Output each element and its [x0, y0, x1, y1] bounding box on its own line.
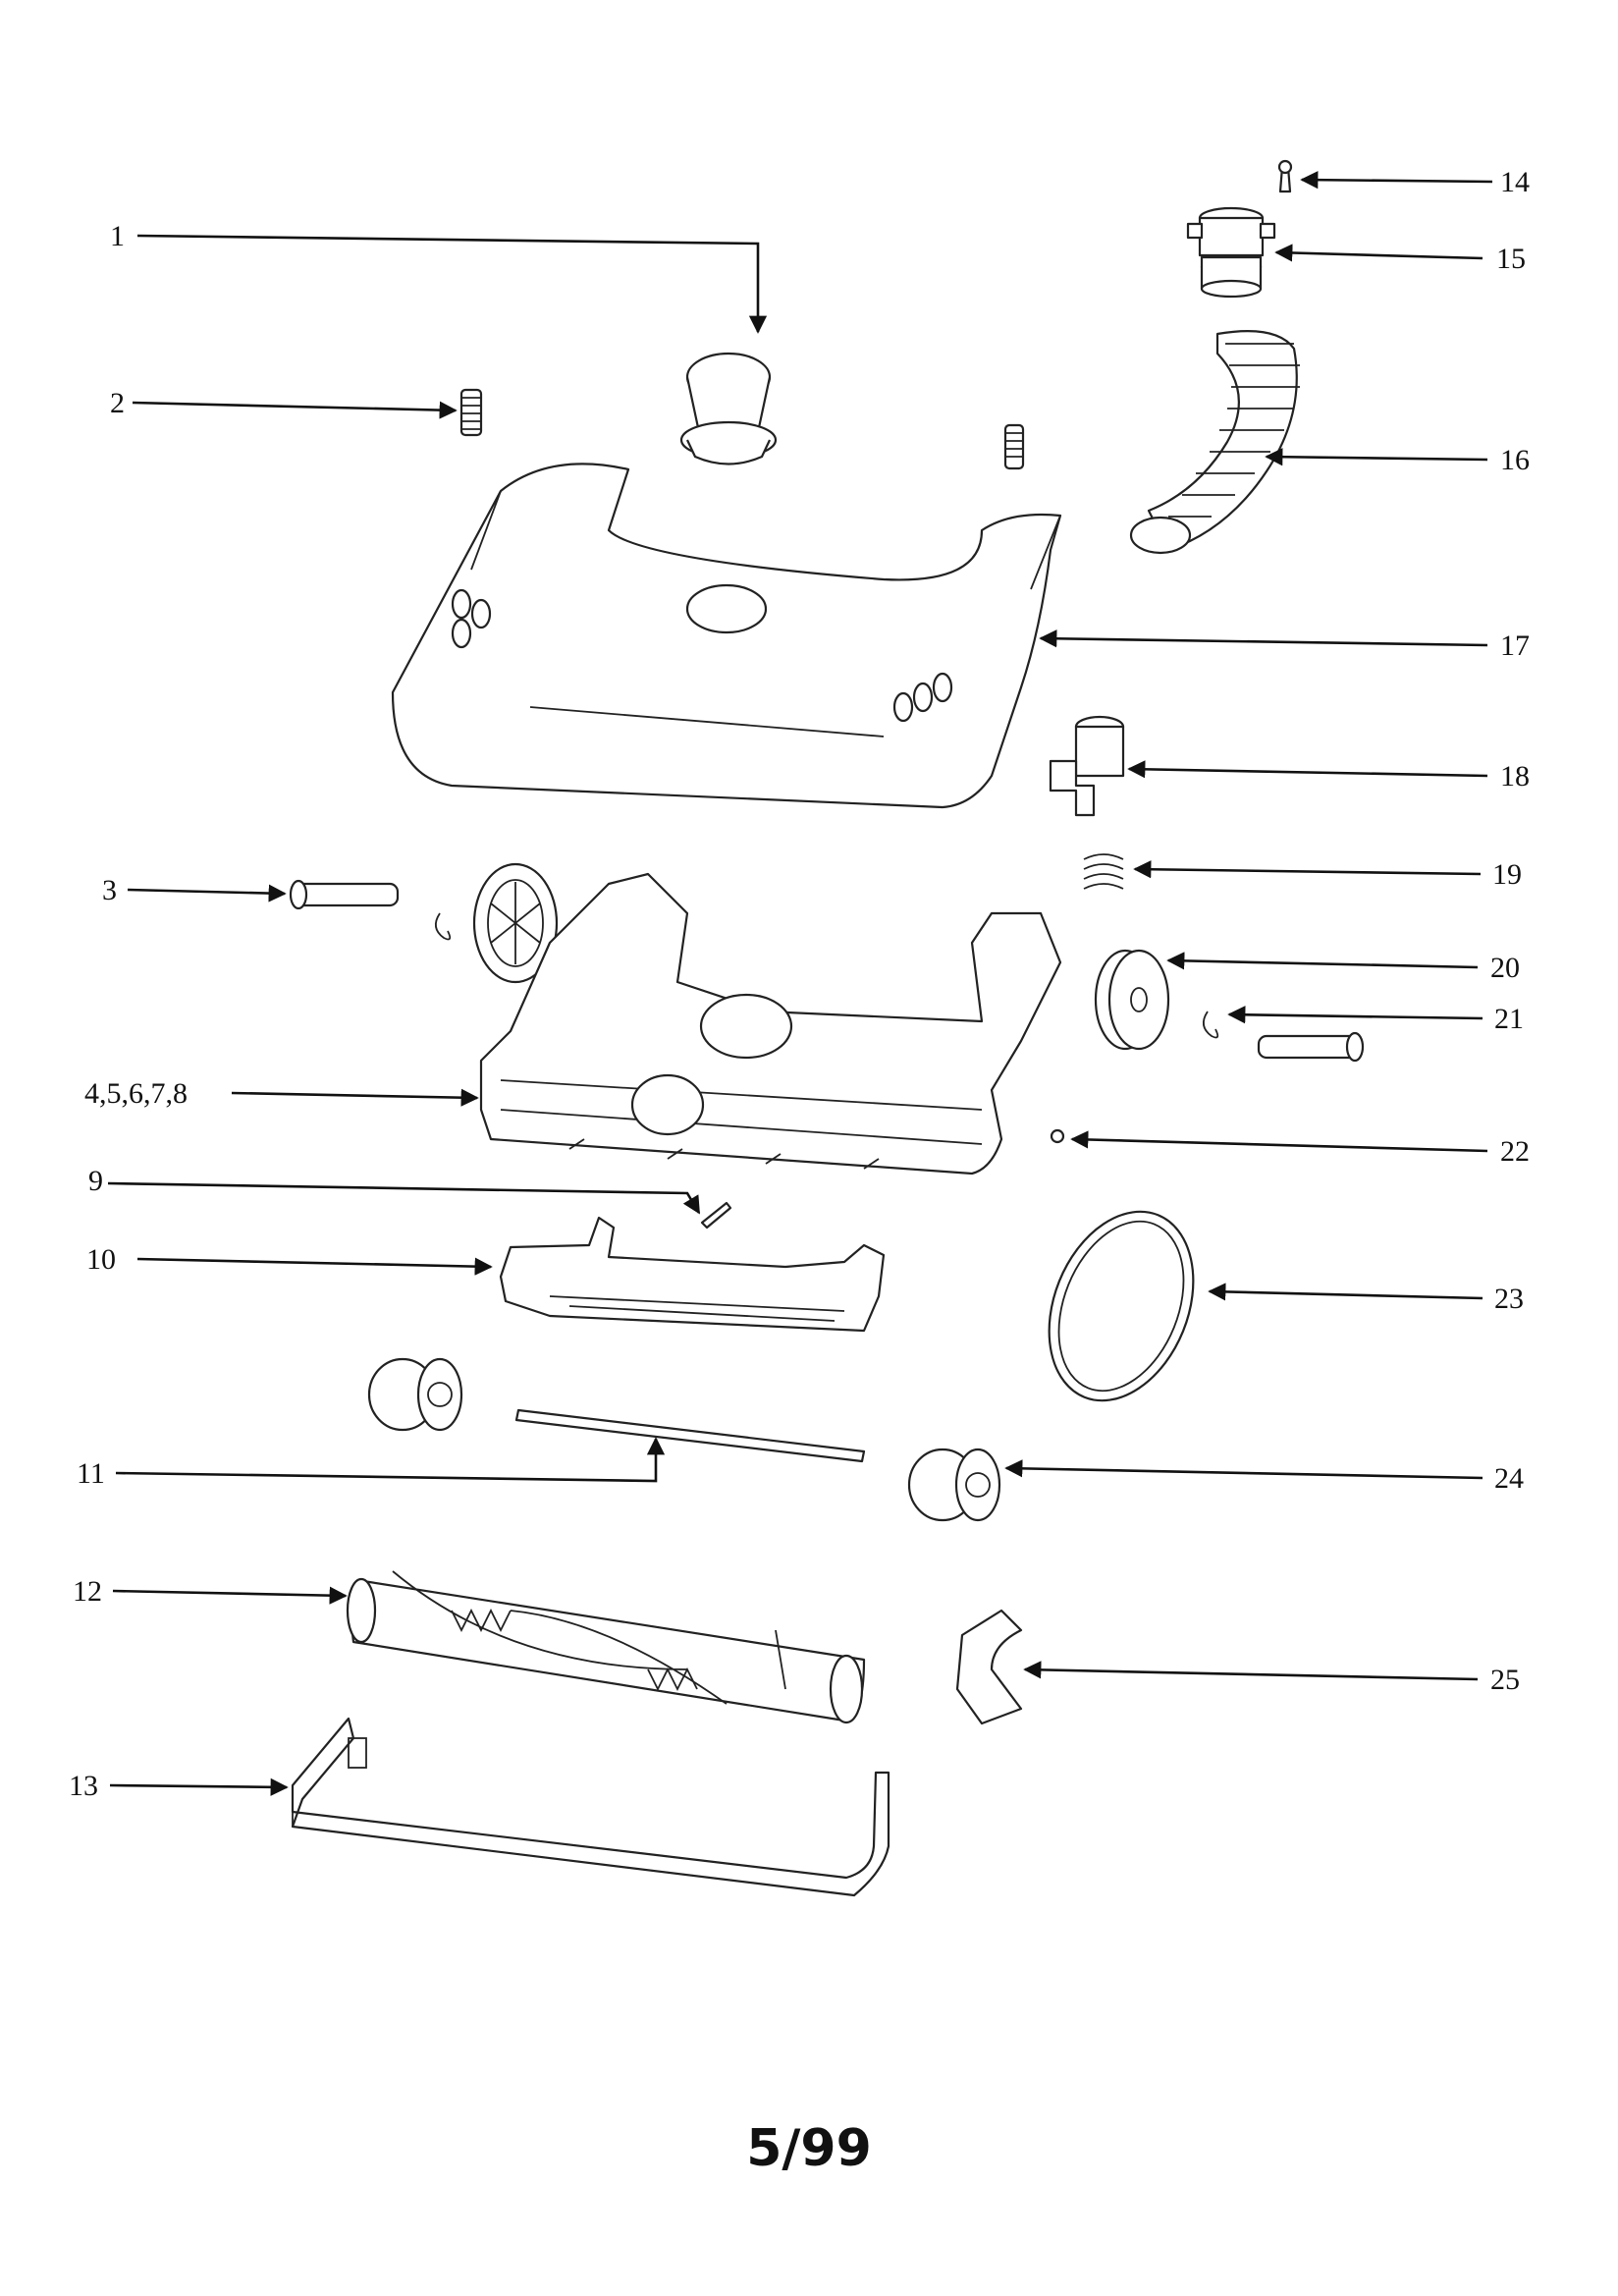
part-end-cap-right — [907, 1448, 1001, 1522]
leader-2 — [132, 401, 458, 419]
leader-16 — [1265, 448, 1488, 466]
callout-14: 14 — [1500, 166, 1530, 198]
leader-18 — [1127, 760, 1488, 779]
callout-10: 10 — [86, 1243, 116, 1276]
callout-4to8: 4,5,6,7,8 — [84, 1077, 188, 1110]
part-bottom-plate — [499, 1216, 886, 1333]
leader-21 — [1227, 1006, 1483, 1024]
part-connector-swivel — [679, 352, 778, 465]
callout-3: 3 — [102, 874, 117, 906]
leader-19 — [1133, 860, 1482, 879]
leader-13 — [109, 1777, 289, 1796]
callout-19: 19 — [1492, 858, 1522, 891]
leader-1 — [136, 234, 768, 334]
leader-4to8 — [231, 1088, 479, 1107]
callout-21: 21 — [1494, 1003, 1524, 1035]
part-bumper-frame — [291, 1717, 890, 1897]
part-screw-medium — [700, 1201, 732, 1230]
part-corrugated-hose — [1129, 330, 1300, 555]
callout-9: 9 — [88, 1165, 103, 1197]
leader-17 — [1039, 629, 1488, 648]
callout-17: 17 — [1500, 629, 1530, 662]
part-wheel-right — [1094, 949, 1170, 1051]
part-end-cap-left — [367, 1357, 463, 1432]
leader-15 — [1274, 244, 1483, 262]
part-drive-belt — [1048, 1210, 1195, 1402]
part-screw-small — [1277, 159, 1293, 193]
callout-24: 24 — [1494, 1462, 1524, 1495]
callout-15: 15 — [1496, 243, 1526, 275]
leader-lines — [107, 171, 1493, 1796]
part-wheel-left — [472, 862, 559, 984]
callout-labels: 1 2 3 4,5,6,7,8 9 10 11 12 13 14 15 16 1… — [69, 166, 1530, 1802]
callout-18: 18 — [1500, 760, 1530, 793]
part-clip-right — [1202, 1011, 1219, 1039]
part-spring-coil — [1083, 853, 1124, 890]
part-shaft — [514, 1408, 866, 1463]
part-axle-pin-right — [1257, 1031, 1365, 1063]
leader-3 — [127, 884, 287, 902]
part-base-chassis — [479, 872, 1062, 1175]
leader-11 — [115, 1437, 666, 1483]
part-axle-pin-left — [289, 879, 400, 910]
part-hose-cuff — [1186, 206, 1276, 299]
callout-12: 12 — [73, 1575, 102, 1608]
leader-9 — [107, 1181, 701, 1215]
leader-24 — [1004, 1459, 1483, 1480]
leader-20 — [1166, 952, 1479, 970]
callout-13: 13 — [69, 1770, 98, 1802]
part-brushroll — [346, 1570, 866, 1724]
callout-23: 23 — [1494, 1283, 1524, 1315]
part-spring-right — [1003, 423, 1025, 470]
leader-10 — [136, 1257, 493, 1276]
callout-2: 2 — [110, 387, 125, 419]
callout-16: 16 — [1500, 444, 1530, 476]
part-spring-left — [459, 388, 483, 437]
part-belt-guard — [955, 1609, 1023, 1725]
leader-23 — [1208, 1283, 1483, 1301]
callout-1: 1 — [110, 220, 125, 252]
part-top-cover — [391, 463, 1062, 809]
part-pedal-actuator — [1049, 715, 1125, 817]
leader-12 — [112, 1586, 348, 1605]
leader-14 — [1300, 171, 1493, 190]
callout-20: 20 — [1490, 952, 1520, 984]
callout-22: 22 — [1500, 1135, 1530, 1168]
page-code: 5/99 — [746, 2119, 872, 2178]
callout-11: 11 — [77, 1457, 105, 1490]
leader-25 — [1023, 1661, 1479, 1681]
callout-25: 25 — [1490, 1664, 1520, 1696]
part-screw-tiny — [1050, 1128, 1065, 1144]
leader-22 — [1070, 1130, 1488, 1153]
part-clip-left — [434, 912, 452, 941]
